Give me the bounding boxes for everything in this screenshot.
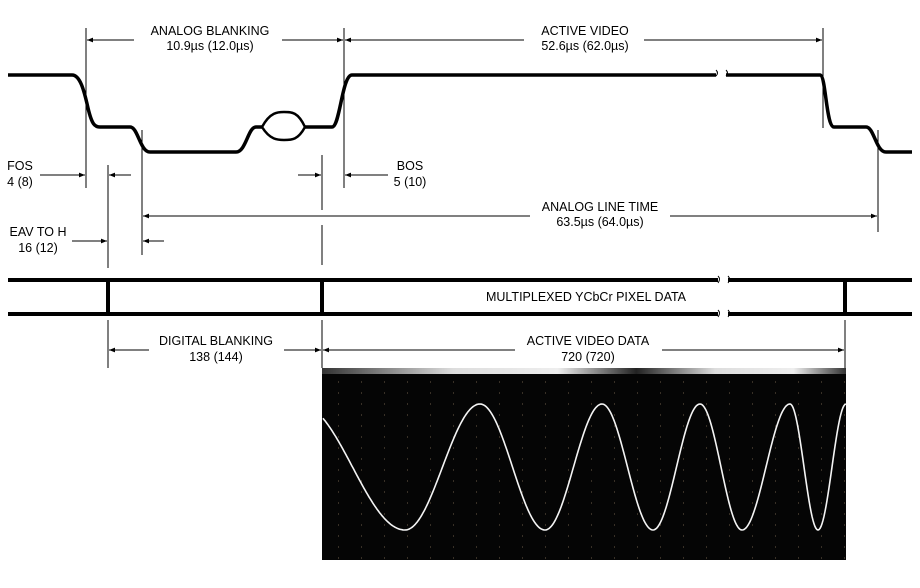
reference-lines bbox=[85, 28, 879, 368]
analog-line-time-value: 63.5µs (64.0µs) bbox=[556, 215, 643, 229]
eav-to-h-label: EAV TO H bbox=[10, 225, 67, 239]
break-symbol bbox=[715, 69, 728, 77]
digital-blanking-value: 138 (144) bbox=[189, 350, 243, 364]
bos-value: 5 (10) bbox=[394, 175, 427, 189]
analog-blanking-label: ANALOG BLANKING bbox=[151, 24, 270, 38]
fos-value: 4 (8) bbox=[7, 175, 33, 189]
active-video-data-label: ACTIVE VIDEO DATA bbox=[527, 334, 650, 348]
active-video-value: 52.6µs (62.0µs) bbox=[541, 39, 628, 53]
scope-trace bbox=[322, 403, 847, 531]
break-mark-bus bbox=[718, 274, 728, 320]
analog-line-time-label: ANALOG LINE TIME bbox=[542, 200, 658, 214]
fos-label: FOS bbox=[7, 159, 33, 173]
digital-blanking-label: DIGITAL BLANKING bbox=[159, 334, 273, 348]
eav-to-h-value: 16 (12) bbox=[18, 241, 58, 255]
digital-data-bus bbox=[8, 278, 912, 316]
active-video-label: ACTIVE VIDEO bbox=[541, 24, 629, 38]
dimension-arrows bbox=[40, 37, 877, 353]
oscilloscope-capture bbox=[322, 368, 847, 560]
break-mark-top bbox=[716, 68, 726, 82]
bos-label: BOS bbox=[397, 159, 423, 173]
color-burst bbox=[260, 110, 307, 142]
analog-waveform bbox=[8, 73, 912, 154]
break-symbol bbox=[717, 275, 730, 318]
active-video-data-value: 720 (720) bbox=[561, 350, 615, 364]
analog-blanking-value: 10.9µs (12.0µs) bbox=[166, 39, 253, 53]
data-bus-label: MULTIPLEXED YCbCr PIXEL DATA bbox=[486, 290, 687, 304]
